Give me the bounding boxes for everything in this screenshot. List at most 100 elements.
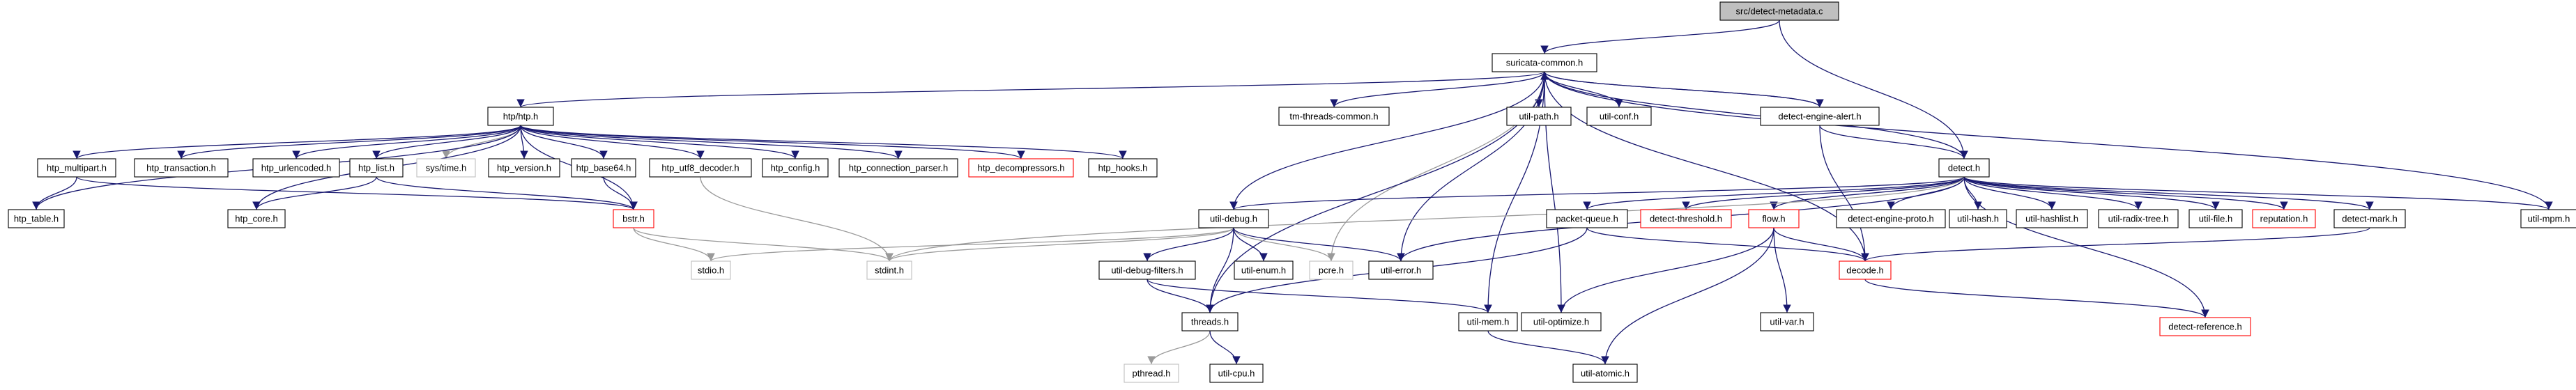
edge-threads-to-util-cpu <box>1209 330 1241 365</box>
node-detect[interactable]: detect.h <box>1938 158 1990 178</box>
edge-detect-to-detect-reference <box>1963 176 2209 318</box>
edge-flow-to-util-optimize <box>1557 227 1774 313</box>
node-stdint[interactable]: stdint.h <box>866 260 912 280</box>
node-detect-threshold[interactable]: detect-threshold.h <box>1640 209 1732 228</box>
node-htp_config[interactable]: htp_config.h <box>762 158 829 178</box>
edge-htp_multipart-to-htp_table <box>32 176 77 210</box>
edge-util-debug-filters-to-threads <box>1147 279 1214 313</box>
node-box <box>2098 209 2179 228</box>
node-htp_utf8_decoder[interactable]: htp_utf8_decoder.h <box>649 158 752 178</box>
edge-arrow <box>177 125 521 159</box>
node-util-cpu[interactable]: util-cpu.h <box>1209 364 1264 383</box>
node-stdio[interactable]: stdio.h <box>691 260 731 280</box>
node-label: detect-mark.h <box>2342 214 2397 224</box>
node-util-mpm[interactable]: util-mpm.h <box>2520 209 2576 228</box>
edge-suricata-common-to-tm-threads-common <box>1330 71 1545 108</box>
node-box <box>487 107 554 126</box>
edge-util-debug-to-util-error <box>1233 227 1405 262</box>
node-htp_core[interactable]: htp_core.h <box>227 209 286 228</box>
edge-htp-to-htp_transaction <box>177 125 521 159</box>
node-htp_transaction[interactable]: htp_transaction.h <box>134 158 229 178</box>
node-util-file[interactable]: util-file.h <box>2188 209 2243 228</box>
edge-arrow <box>1143 227 1234 262</box>
node-label: htp_connection_parser.h <box>849 163 948 173</box>
edge-arrow <box>1540 71 1965 159</box>
node-htp_table[interactable]: htp_table.h <box>8 209 65 228</box>
node-util-hashlist[interactable]: util-hashlist.h <box>2016 209 2088 228</box>
node-box <box>1839 260 1892 280</box>
node-util-var[interactable]: util-var.h <box>1760 312 1814 332</box>
node-htp_base64[interactable]: htp_base64.h <box>571 158 636 178</box>
edge-arrow <box>1963 176 2209 318</box>
node-util-atomic[interactable]: util-atomic.h <box>1572 364 1638 383</box>
node-box <box>613 209 654 228</box>
edge-detect-to-util-mpm <box>1963 176 2553 210</box>
edge-arrow <box>1330 71 1545 108</box>
node-util-hash[interactable]: util-hash.h <box>1949 209 2007 228</box>
node-box <box>227 209 286 228</box>
node-label: util-hashlist.h <box>2025 214 2078 224</box>
edge-arrow <box>520 125 1127 159</box>
node-util-debug-filters[interactable]: util-debug-filters.h <box>1098 260 1196 280</box>
node-label: detect.h <box>1948 163 1980 173</box>
edge-decode-to-suricata-common <box>1540 71 1866 262</box>
node-decode[interactable]: decode.h <box>1839 260 1892 280</box>
node-util-enum[interactable]: util-enum.h <box>1234 260 1294 280</box>
node-util-radix-tree[interactable]: util-radix-tree.h <box>2098 209 2179 228</box>
node-flow[interactable]: flow.h <box>1748 209 1800 228</box>
node-util-error[interactable]: util-error.h <box>1368 260 1434 280</box>
node-htp[interactable]: htp/htp.h <box>487 107 554 126</box>
node-htp_version[interactable]: htp_version.h <box>488 158 560 178</box>
node-detect-engine-alert[interactable]: detect-engine-alert.h <box>1760 107 1880 126</box>
node-label: htp_version.h <box>497 163 551 173</box>
edge-suricata-common-to-util-error <box>1397 71 1545 262</box>
node-htp_connection_parser[interactable]: htp_connection_parser.h <box>838 158 958 178</box>
node-util-optimize[interactable]: util-optimize.h <box>1521 312 1602 332</box>
node-box <box>762 158 829 178</box>
edge-layer <box>32 20 2553 365</box>
node-tm-threads-common[interactable]: tm-threads-common.h <box>1278 107 1390 126</box>
node-label: htp_decompressors.h <box>977 163 1064 173</box>
node-box <box>2520 209 2576 228</box>
node-util-conf[interactable]: util-conf.h <box>1586 107 1652 126</box>
node-pthread[interactable]: pthread.h <box>1124 364 1179 383</box>
node-sys_time[interactable]: sys/time.h <box>416 158 476 178</box>
edge-arrow <box>1770 176 1965 210</box>
node-util-debug[interactable]: util-debug.h <box>1198 209 1269 228</box>
node-htp_urlencoded[interactable]: htp_urlencoded.h <box>252 158 340 178</box>
node-detect-metadata[interactable]: src/detect-metadata.c <box>1719 1 1839 21</box>
node-util-path[interactable]: util-path.h <box>1506 107 1572 126</box>
node-detect-mark[interactable]: detect-mark.h <box>2333 209 2406 228</box>
node-box <box>37 158 116 178</box>
node-htp_list[interactable]: htp_list.h <box>349 158 404 178</box>
node-label: htp_urlencoded.h <box>261 163 331 173</box>
edge-arrow <box>885 227 1234 262</box>
node-detect-engine-proto[interactable]: detect-engine-proto.h <box>1836 209 1946 228</box>
edge-htp_utf8_decoder-to-stdint <box>700 176 894 262</box>
edge-detect-engine-alert-to-detect <box>1819 125 1968 159</box>
node-box <box>488 158 560 178</box>
edge-arrow <box>1229 176 1965 210</box>
node-htp_multipart[interactable]: htp_multipart.h <box>37 158 116 178</box>
node-htp_decompressors[interactable]: htp_decompressors.h <box>968 158 1074 178</box>
node-detect-reference[interactable]: detect-reference.h <box>2159 317 2251 336</box>
node-threads[interactable]: threads.h <box>1181 312 1239 332</box>
node-label: htp_core.h <box>235 214 277 224</box>
edge-arrow <box>520 125 1025 159</box>
edge-suricata-common-to-htp <box>516 71 1545 108</box>
node-packet-queue[interactable]: packet-queue.h <box>1546 209 1628 228</box>
node-reputation[interactable]: reputation.h <box>2252 209 2316 228</box>
edge-arrow <box>520 125 903 159</box>
node-pcre[interactable]: pcre.h <box>1309 260 1354 280</box>
edge-arrow <box>633 227 894 262</box>
node-box <box>1521 312 1602 332</box>
node-util-mem[interactable]: util-mem.h <box>1458 312 1518 332</box>
edge-arrow <box>707 227 1234 262</box>
edge-htp_list-to-bstr <box>376 176 638 210</box>
node-htp_hooks[interactable]: htp_hooks.h <box>1088 158 1158 178</box>
node-box <box>1181 312 1239 332</box>
node-bstr[interactable]: bstr.h <box>613 209 654 228</box>
edge-flow-to-decode <box>1773 227 1869 262</box>
edge-arrow <box>1540 71 1820 108</box>
node-suricata-common[interactable]: suricata-common.h <box>1492 53 1597 72</box>
